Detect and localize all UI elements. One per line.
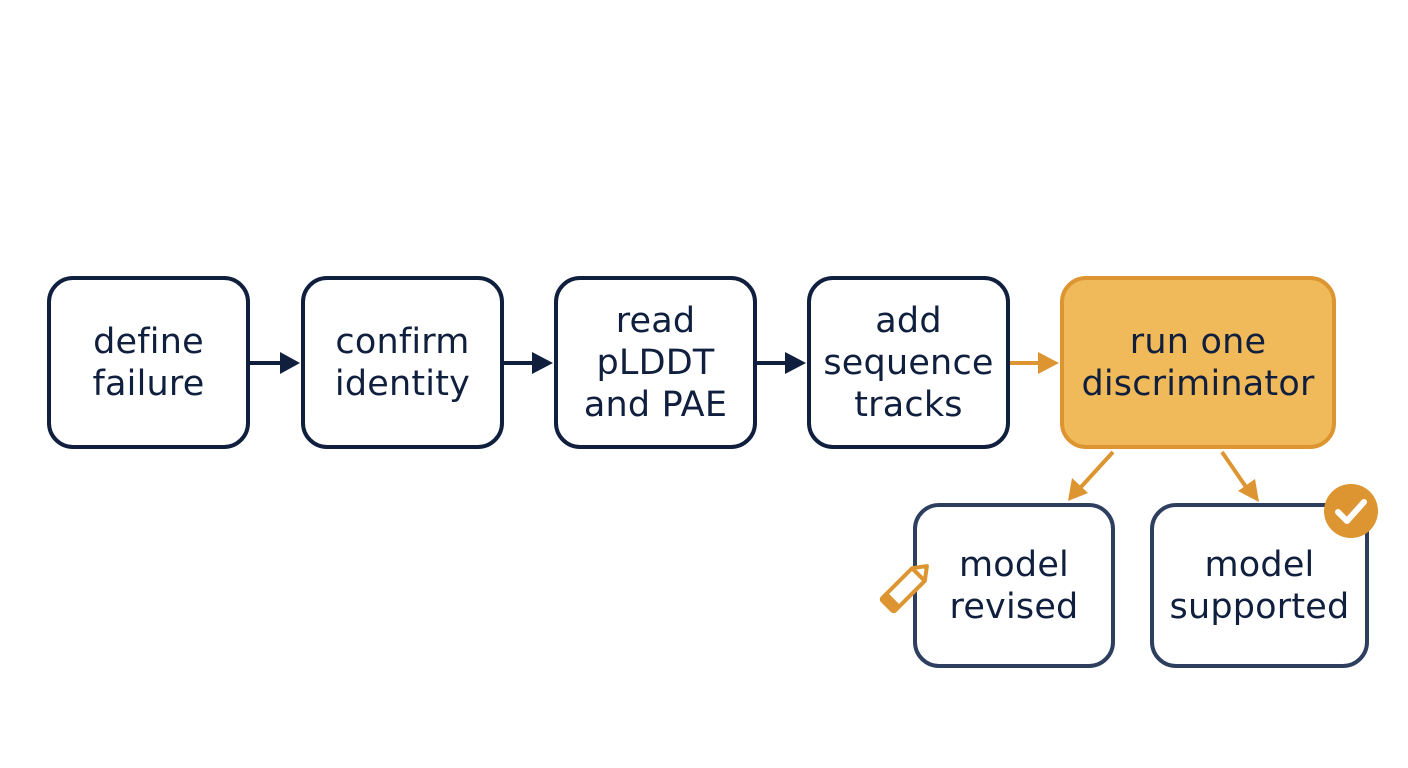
step-define-failure: define failure xyxy=(47,276,250,449)
outcome-label: model revised xyxy=(949,544,1079,627)
step-label: define failure xyxy=(92,321,205,404)
outcome-model-supported: model supported xyxy=(1150,503,1369,668)
step-add-sequence-tracks: add sequence tracks xyxy=(807,276,1010,449)
step-label: add sequence tracks xyxy=(823,300,994,425)
step-read-plddt-pae: read pLDDT and PAE xyxy=(554,276,757,449)
check-badge-icon xyxy=(1324,484,1378,538)
step-label: read pLDDT and PAE xyxy=(583,300,728,425)
arrow-step5-to-outcome2 xyxy=(1220,450,1259,502)
arrow-step3-to-step4 xyxy=(757,352,806,374)
outcome-model-revised: model revised xyxy=(913,503,1115,668)
arrow-step5-to-outcome1 xyxy=(1068,450,1115,501)
outcome-label: model supported xyxy=(1169,544,1350,627)
step-run-discriminator: run one discriminator xyxy=(1060,276,1336,449)
arrow-step1-to-step2 xyxy=(250,352,300,374)
step-label: run one discriminator xyxy=(1081,321,1315,404)
pencil-icon xyxy=(879,564,929,614)
step-confirm-identity: confirm identity xyxy=(301,276,504,449)
step-label: confirm identity xyxy=(334,321,471,404)
arrow-step4-to-step5 xyxy=(1010,352,1059,374)
arrow-step2-to-step3 xyxy=(504,352,553,374)
